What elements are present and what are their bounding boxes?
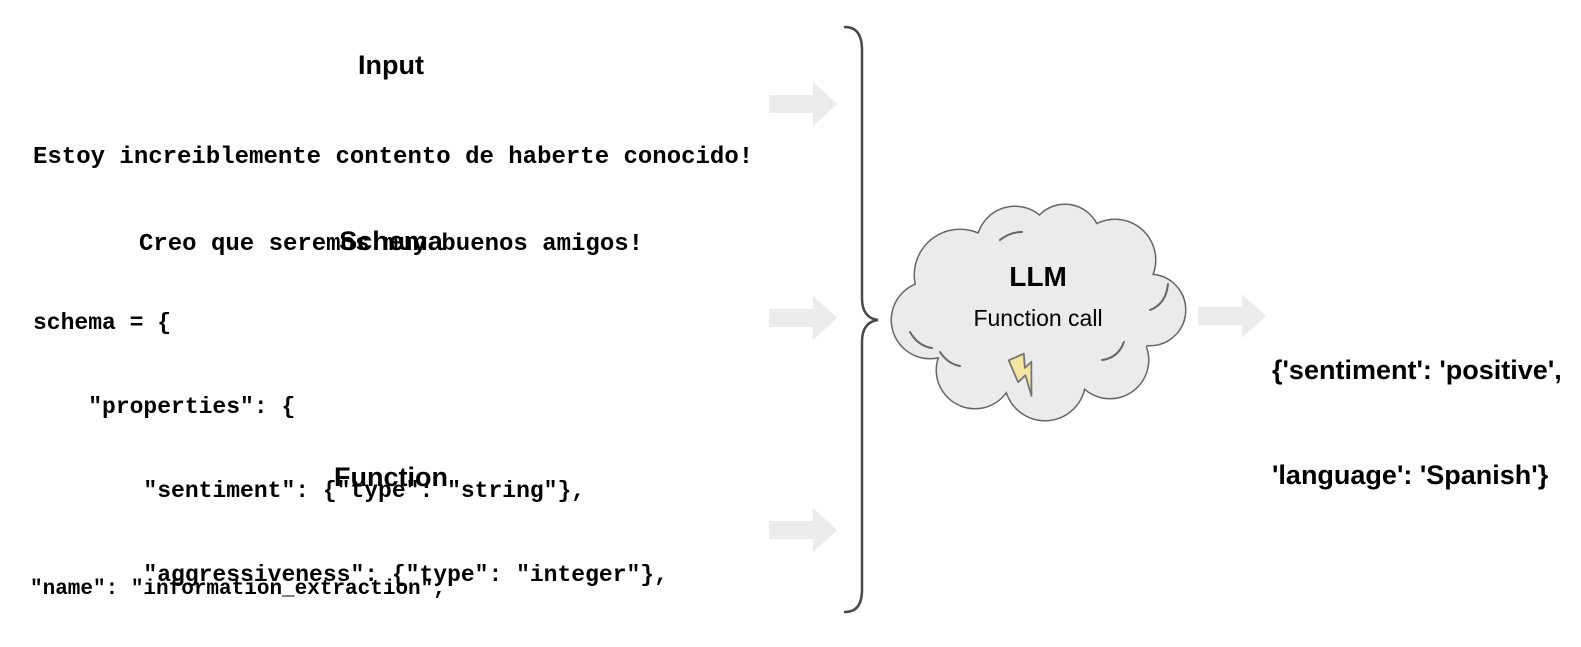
schema-line: schema = {	[33, 310, 172, 336]
input-section-title: Input	[358, 50, 424, 80]
input-line-1: Estoy increiblemente contento de haberte…	[33, 144, 754, 171]
function-code-block: "name": "information_extraction", "descr…	[30, 487, 736, 647]
schema-code-block: schema = { "properties": { "sentiment": …	[33, 253, 668, 647]
cloud-fill	[892, 205, 1185, 420]
function-section-title: Function	[334, 462, 448, 492]
llm-label: LLM	[1009, 261, 1067, 292]
output-line-2: 'language': 'Spanish'}	[1272, 460, 1549, 490]
output-line-1: {'sentiment': 'positive',	[1272, 355, 1562, 385]
schema-arrow-right-icon	[769, 296, 837, 340]
function-line-1: "name": "information_extraction",	[30, 578, 446, 601]
schema-section-title: Schema	[339, 226, 443, 256]
llm-cloud-shape	[890, 203, 1187, 422]
output-result-block: {'sentiment': 'positive', 'language': 'S…	[1272, 283, 1562, 563]
input-arrow-right-icon	[769, 82, 837, 126]
schema-line: "aggressiveness": {"type": "integer"},	[33, 562, 668, 588]
function-call-label: Function call	[973, 305, 1103, 331]
schema-line: "sentiment": {"type": "string"},	[33, 478, 586, 504]
schema-line: "properties": {	[33, 394, 296, 420]
curly-brace	[843, 25, 879, 614]
lightning-bolt-icon	[1007, 352, 1033, 397]
output-arrow-right-icon	[1198, 294, 1266, 338]
input-line-2: Creo que seremos muy buenos amigos!	[138, 231, 644, 258]
cloud-scallop-hooks	[909, 231, 1169, 367]
function-arrow-right-icon	[769, 508, 837, 552]
input-text-block: Estoy increiblemente contento de haberte…	[33, 85, 754, 317]
